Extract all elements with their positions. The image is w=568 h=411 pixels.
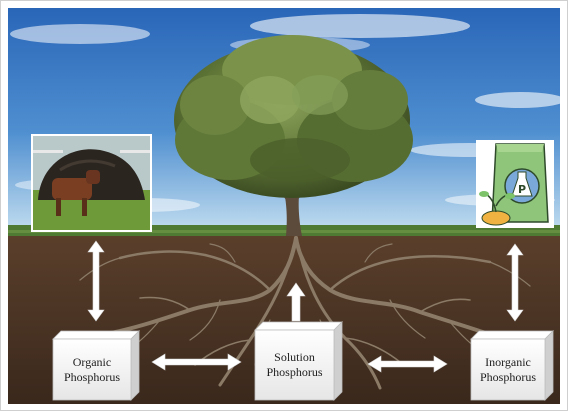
inorganic-phosphorus-label: Inorganic Phosphorus: [471, 339, 545, 400]
organic-source-photo: [31, 134, 152, 232]
organic-phosphorus-label: Organic Phosphorus: [53, 339, 131, 400]
bag-letter: P: [518, 183, 526, 196]
inorganic-source-icon: P: [476, 140, 554, 228]
solution-phosphorus-label: Solution Phosphorus: [255, 330, 334, 400]
